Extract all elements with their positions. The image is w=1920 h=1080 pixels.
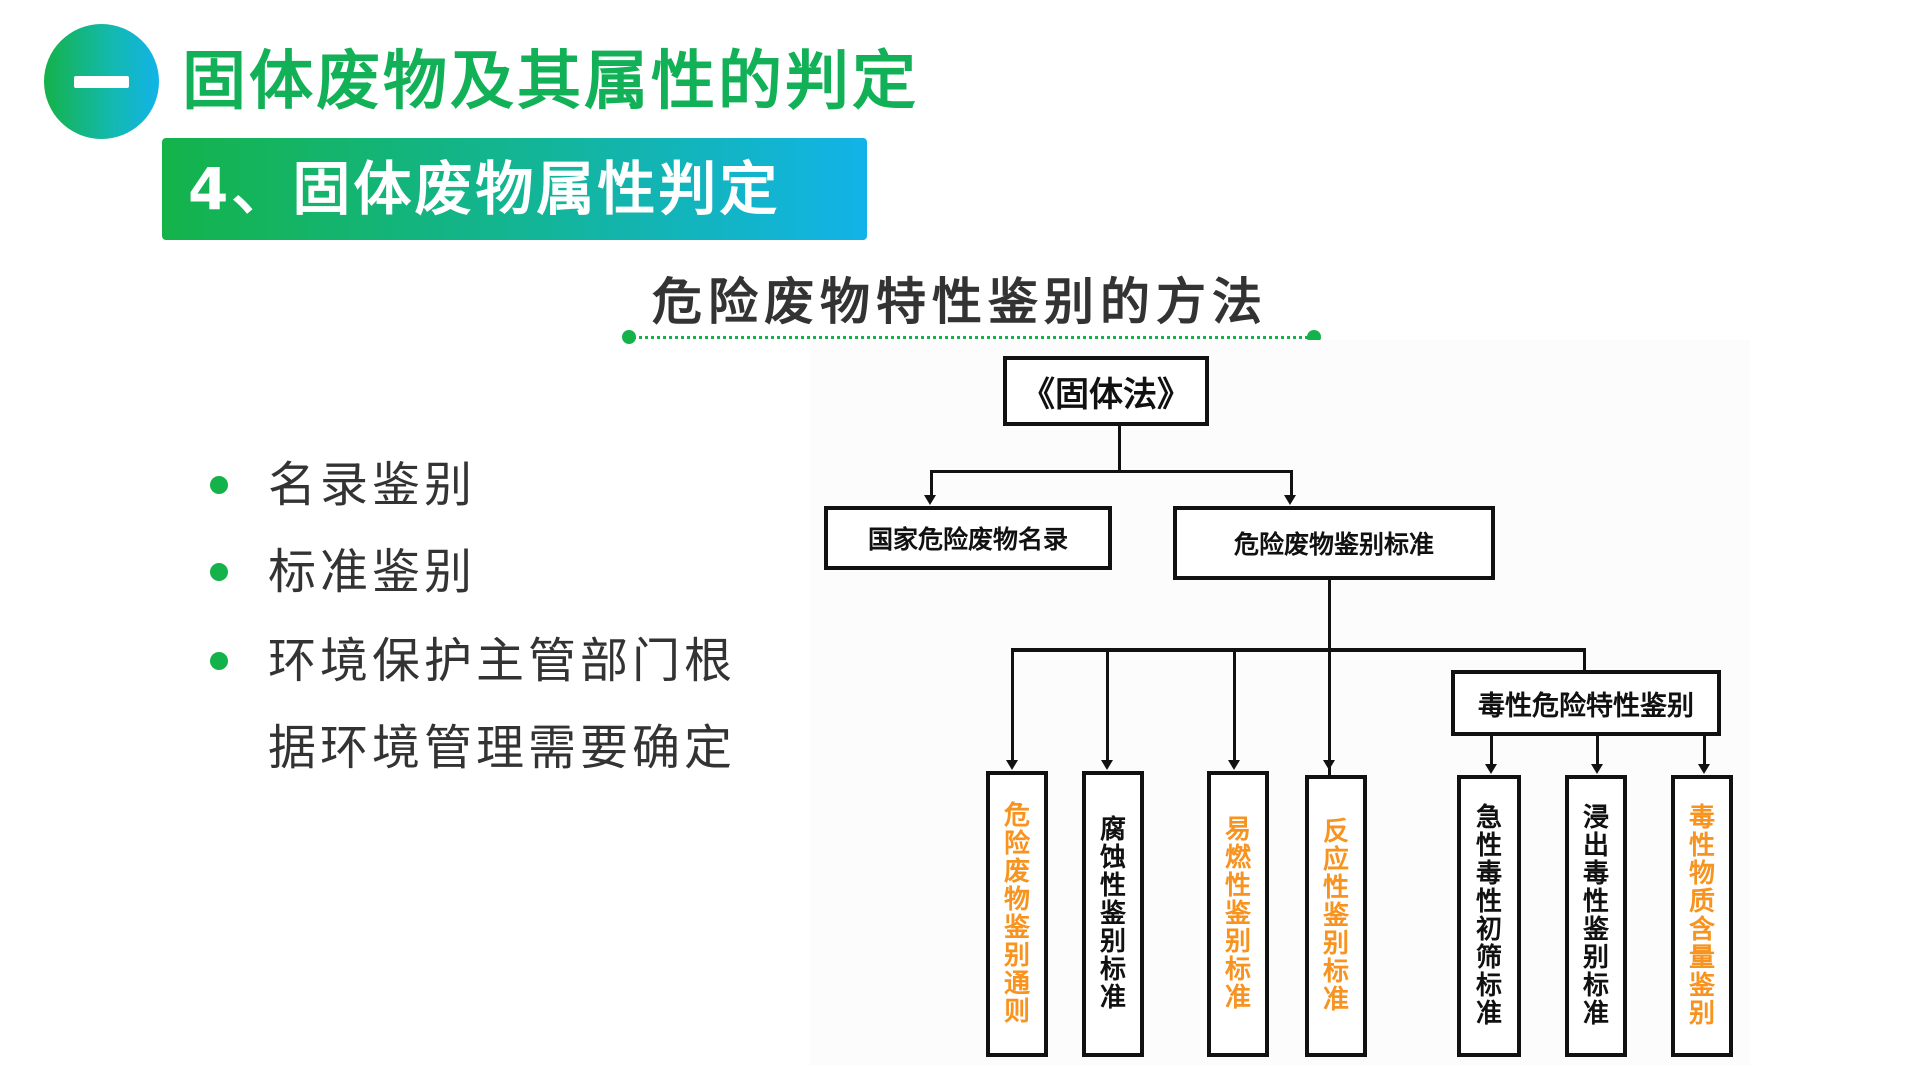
toxicity-identification-box: 毒性危险特性鉴别 <box>1451 670 1721 736</box>
bullet-item-authority-line1: 环境保护主管部门根 <box>268 633 737 689</box>
leaf-label: 急性毒性初筛标准 <box>1475 803 1502 1029</box>
leaf-label: 浸出毒性鉴别标准 <box>1582 803 1609 1029</box>
bullet-dot <box>210 652 228 670</box>
connector <box>1233 648 1236 765</box>
leaf-leaching-toxicity-box: 浸出毒性鉴别标准 <box>1565 775 1627 1057</box>
bullet-dot <box>210 563 228 581</box>
national-hazardous-waste-list-box: 国家危险废物名录 <box>824 506 1112 570</box>
arrow-head <box>1101 760 1113 770</box>
connector <box>1703 733 1706 769</box>
arrow-head <box>924 495 936 505</box>
section-number-glyph <box>74 76 129 88</box>
connector <box>1011 648 1585 652</box>
sub-header-bar: 4、固体废物属性判定 <box>162 138 867 240</box>
leaf-general-rules-box: 危险废物鉴别通则 <box>986 771 1048 1057</box>
connector <box>1583 648 1586 670</box>
hazardous-waste-standard-box: 危险废物鉴别标准 <box>1173 506 1495 580</box>
method-title-underline <box>628 336 1314 339</box>
bullet-item-standard-identification: 标准鉴别 <box>268 544 477 600</box>
arrow-head <box>1228 760 1240 770</box>
leaf-label: 腐蚀性鉴别标准 <box>1099 815 1126 1013</box>
leaf-acute-toxicity-box: 急性毒性初筛标准 <box>1457 775 1521 1057</box>
connector <box>1290 470 1293 500</box>
connector <box>1596 733 1599 769</box>
identification-method-diagram: 《固体法》 国家危险废物名录 危险废物鉴别标准 毒性危险特性鉴别 危险废物鉴别通… <box>810 340 1750 1065</box>
leaf-reactivity-box: 反应性鉴别标准 <box>1305 775 1367 1057</box>
leaf-label: 危险废物鉴别通则 <box>1003 801 1030 1027</box>
sub-header-title: 4、固体废物属性判定 <box>188 155 781 223</box>
arrow-head <box>1698 764 1710 774</box>
leaf-label: 反应性鉴别标准 <box>1322 817 1349 1015</box>
arrow-head <box>1006 760 1018 770</box>
bullet-dot <box>210 476 228 494</box>
leaf-toxic-substance-box: 毒性物质含量鉴别 <box>1671 775 1733 1057</box>
leaf-label: 毒性物质含量鉴别 <box>1688 803 1715 1029</box>
connector <box>1118 424 1121 472</box>
connector <box>930 470 933 500</box>
leaf-ignitability-box: 易燃性鉴别标准 <box>1207 771 1269 1057</box>
arrow-head <box>1591 764 1603 774</box>
arrow-head <box>1323 760 1335 770</box>
leaf-label: 易燃性鉴别标准 <box>1224 815 1251 1013</box>
connector <box>1490 733 1493 769</box>
section-title: 固体废物及其属性的判定 <box>182 45 919 119</box>
arrow-head <box>1284 495 1296 505</box>
arrow-head <box>1485 764 1497 774</box>
bullet-item-authority-line2: 据环境管理需要确定 <box>268 720 737 776</box>
connector <box>930 470 1293 473</box>
leaf-corrosivity-box: 腐蚀性鉴别标准 <box>1082 771 1144 1057</box>
connector <box>1106 648 1109 765</box>
diagram-root-box: 《固体法》 <box>1003 356 1209 426</box>
connector <box>1011 648 1014 765</box>
bullet-item-list-identification: 名录鉴别 <box>268 457 477 513</box>
method-title: 危险废物特性鉴别的方法 <box>652 273 1268 331</box>
section-number-badge <box>44 24 159 139</box>
